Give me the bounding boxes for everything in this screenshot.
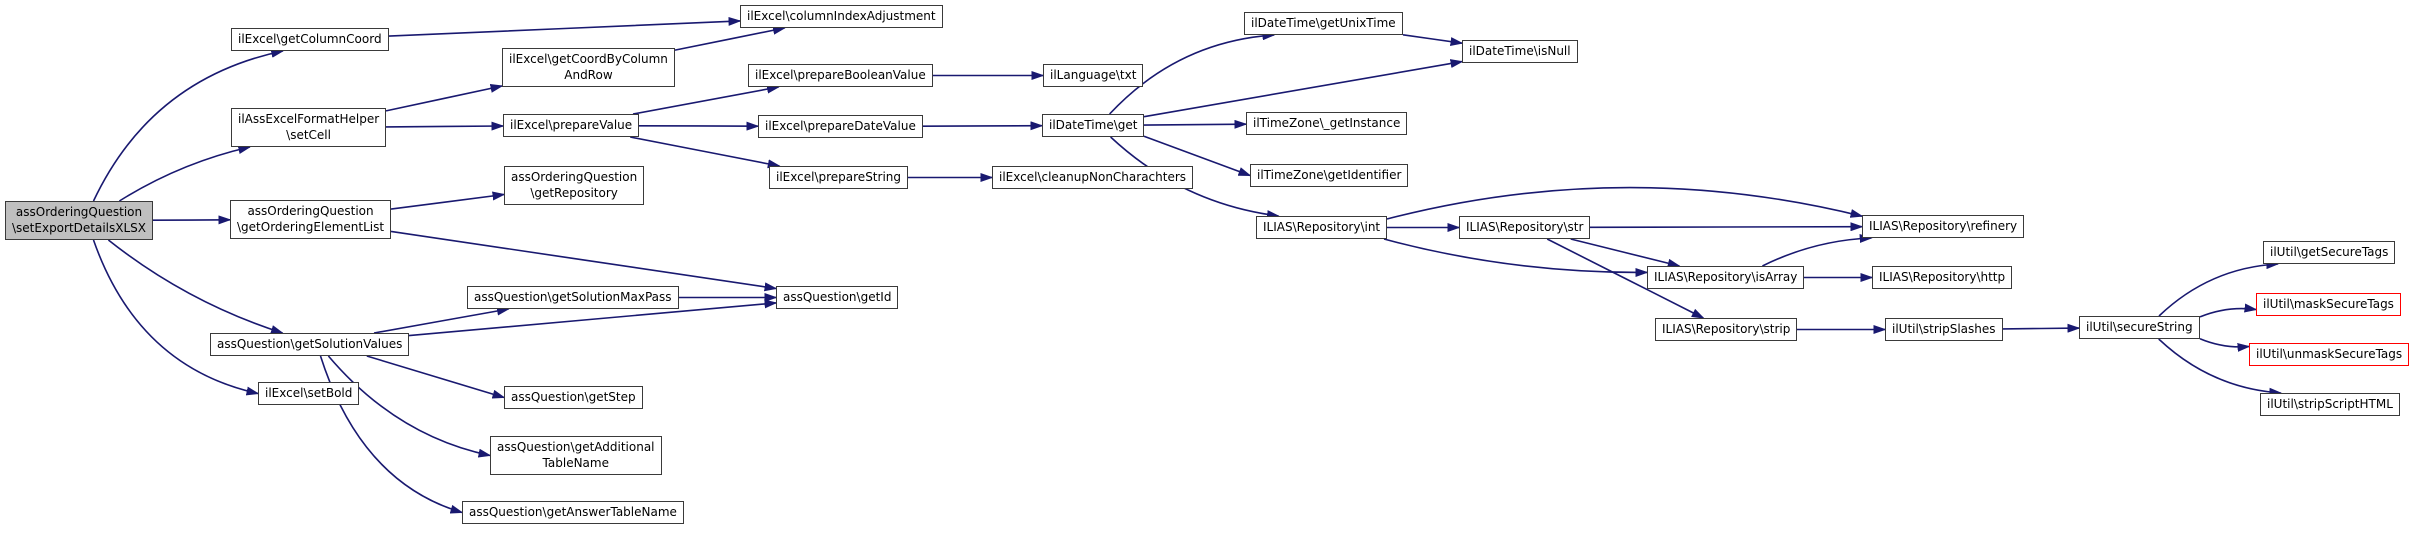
graph-node-getSolutionMaxPass[interactable]: assQuestion\getSolutionMaxPass [467,286,679,309]
graph-node-http[interactable]: ILIAS\Repository\http [1872,266,2013,289]
graph-node-getCoordByColumnAndRow[interactable]: ilExcel\getCoordByColumn AndRow [502,48,675,87]
graph-node-prepareString[interactable]: ilExcel\prepareString [769,166,909,189]
graph-node-getIdentifier[interactable]: ilTimeZone\getIdentifier [1250,164,1409,187]
graph-node-maskSecureTags[interactable]: ilUtil\maskSecureTags [2256,293,2401,316]
call-edge-dtGet-getIdentifier [1143,135,1252,177]
graph-node-getAdditionalTableName[interactable]: assQuestion\getAdditional TableName [490,436,662,475]
call-edge-getOrderingElementList-getRepository [390,191,506,210]
call-edge-stripSlashes-secureString [2002,323,2081,333]
graph-node-getStep[interactable]: assQuestion\getStep [504,386,643,409]
call-edge-dtGet-getInstance [1143,119,1248,129]
graph-node-refinery[interactable]: ILIAS\Repository\refinery [1862,215,2025,238]
call-edge-root-getSolutionValues [107,239,284,334]
call-edge-secureString-stripScriptHTML [2158,338,2283,397]
call-edge-secureString-getSecureTags [2158,260,2280,317]
call-edge-dtGet-getUnixTime [1109,31,1276,115]
graph-node-repoInt[interactable]: ILIAS\Repository\int [1256,216,1388,239]
call-edge-getCoordByColumnAndRow-columnIndexAdjustment [674,25,786,51]
graph-node-getColumnCoord[interactable]: ilExcel\getColumnCoord [231,28,389,51]
call-edge-root-getColumnCoord [92,48,285,202]
call-edge-isArray-refinery [1762,233,1873,267]
call-edge-getSolutionValues-getId [408,299,778,337]
call-edge-getUnixTime-isNull [1402,34,1464,47]
call-edge-repoStr-refinery [1589,222,1864,232]
graph-node-setCell[interactable]: ilAssExcelFormatHelper \setCell [231,108,387,147]
call-edge-root-setCell [118,145,252,202]
call-edge-getSolutionValues-getAdditionalTableName [327,355,492,458]
call-edge-prepareDateValue-dtGet [922,121,1044,131]
graph-node-unmaskSecureTags[interactable]: ilUtil\unmaskSecureTags [2249,343,2410,366]
call-edge-dtGet-repoInt [1110,136,1280,220]
graph-node-strip[interactable]: ILIAS\Repository\strip [1655,318,1798,341]
graph-node-isNull[interactable]: ilDateTime\isNull [1462,40,1578,63]
graph-node-stripScriptHTML[interactable]: ilUtil\stripScriptHTML [2260,393,2400,416]
graph-node-root[interactable]: assOrderingQuestion \setExportDetailsXLS… [5,201,154,240]
call-edge-getSolutionValues-getAnswerTableName [319,355,464,514]
call-edge-getColumnCoord-columnIndexAdjustment [388,16,742,37]
call-edge-repoInt-isArray [1383,238,1649,278]
graph-node-prepareBooleanValue[interactable]: ilExcel\prepareBooleanValue [748,64,933,87]
graph-node-dtGet[interactable]: ilDateTime\get [1042,114,1145,137]
call-edge-repoStr-isArray [1570,238,1681,268]
call-edge-setCell-getCoordByColumnAndRow [385,84,504,112]
call-edge-getSolutionValues-getStep [366,355,506,399]
call-edge-dtGet-isNull [1143,59,1464,118]
graph-node-prepareDateValue[interactable]: ilExcel\prepareDateValue [758,115,923,138]
graph-node-isArray[interactable]: ILIAS\Repository\isArray [1647,266,1805,289]
graph-node-prepareValue[interactable]: ilExcel\prepareValue [503,114,640,137]
call-edge-setCell-prepareValue [385,121,505,131]
graph-node-getUnixTime[interactable]: ilDateTime\getUnixTime [1244,12,1403,35]
graph-node-secureString[interactable]: ilUtil\secureString [2079,316,2200,339]
call-edge-getOrderingElementList-getId [390,230,778,292]
graph-node-getOrderingElementList[interactable]: assOrderingQuestion \getOrderingElementL… [230,200,392,239]
call-edge-prepareValue-prepareString [630,136,781,169]
graph-node-setBold[interactable]: ilExcel\setBold [258,382,360,405]
graph-node-cleanup[interactable]: ilExcel\cleanupNonCharachters [992,166,1194,189]
call-edge-repoStr-strip [1546,238,1705,319]
graph-node-getInstance[interactable]: ilTimeZone\_getInstance [1246,112,1408,135]
graph-node-getSolutionValues[interactable]: assQuestion\getSolutionValues [210,333,410,356]
call-edge-getSolutionValues-getSolutionMaxPass [373,306,510,334]
graph-node-repoStr[interactable]: ILIAS\Repository\str [1459,216,1591,239]
call-edge-secureString-unmaskSecureTags [2199,337,2251,352]
call-edge-secureString-maskSecureTags [2199,303,2258,318]
graph-node-getId[interactable]: assQuestion\getId [776,286,899,309]
graph-node-getSecureTags[interactable]: ilUtil\getSecureTags [2263,241,2396,264]
call-edge-repoInt-refinery [1386,186,1864,220]
graph-node-txt[interactable]: ilLanguage\txt [1043,64,1144,87]
call-edge-prepareValue-prepareBooleanValue [632,84,780,115]
graph-node-getRepository[interactable]: assOrderingQuestion \getRepository [504,166,645,205]
graph-node-columnIndexAdjustment[interactable]: ilExcel\columnIndexAdjustment [740,5,943,28]
graph-node-stripSlashes[interactable]: ilUtil\stripSlashes [1885,318,2003,341]
call-edge-root-setBold [92,239,260,396]
graph-node-getAnswerTableName[interactable]: assQuestion\getAnswerTableName [462,501,684,524]
